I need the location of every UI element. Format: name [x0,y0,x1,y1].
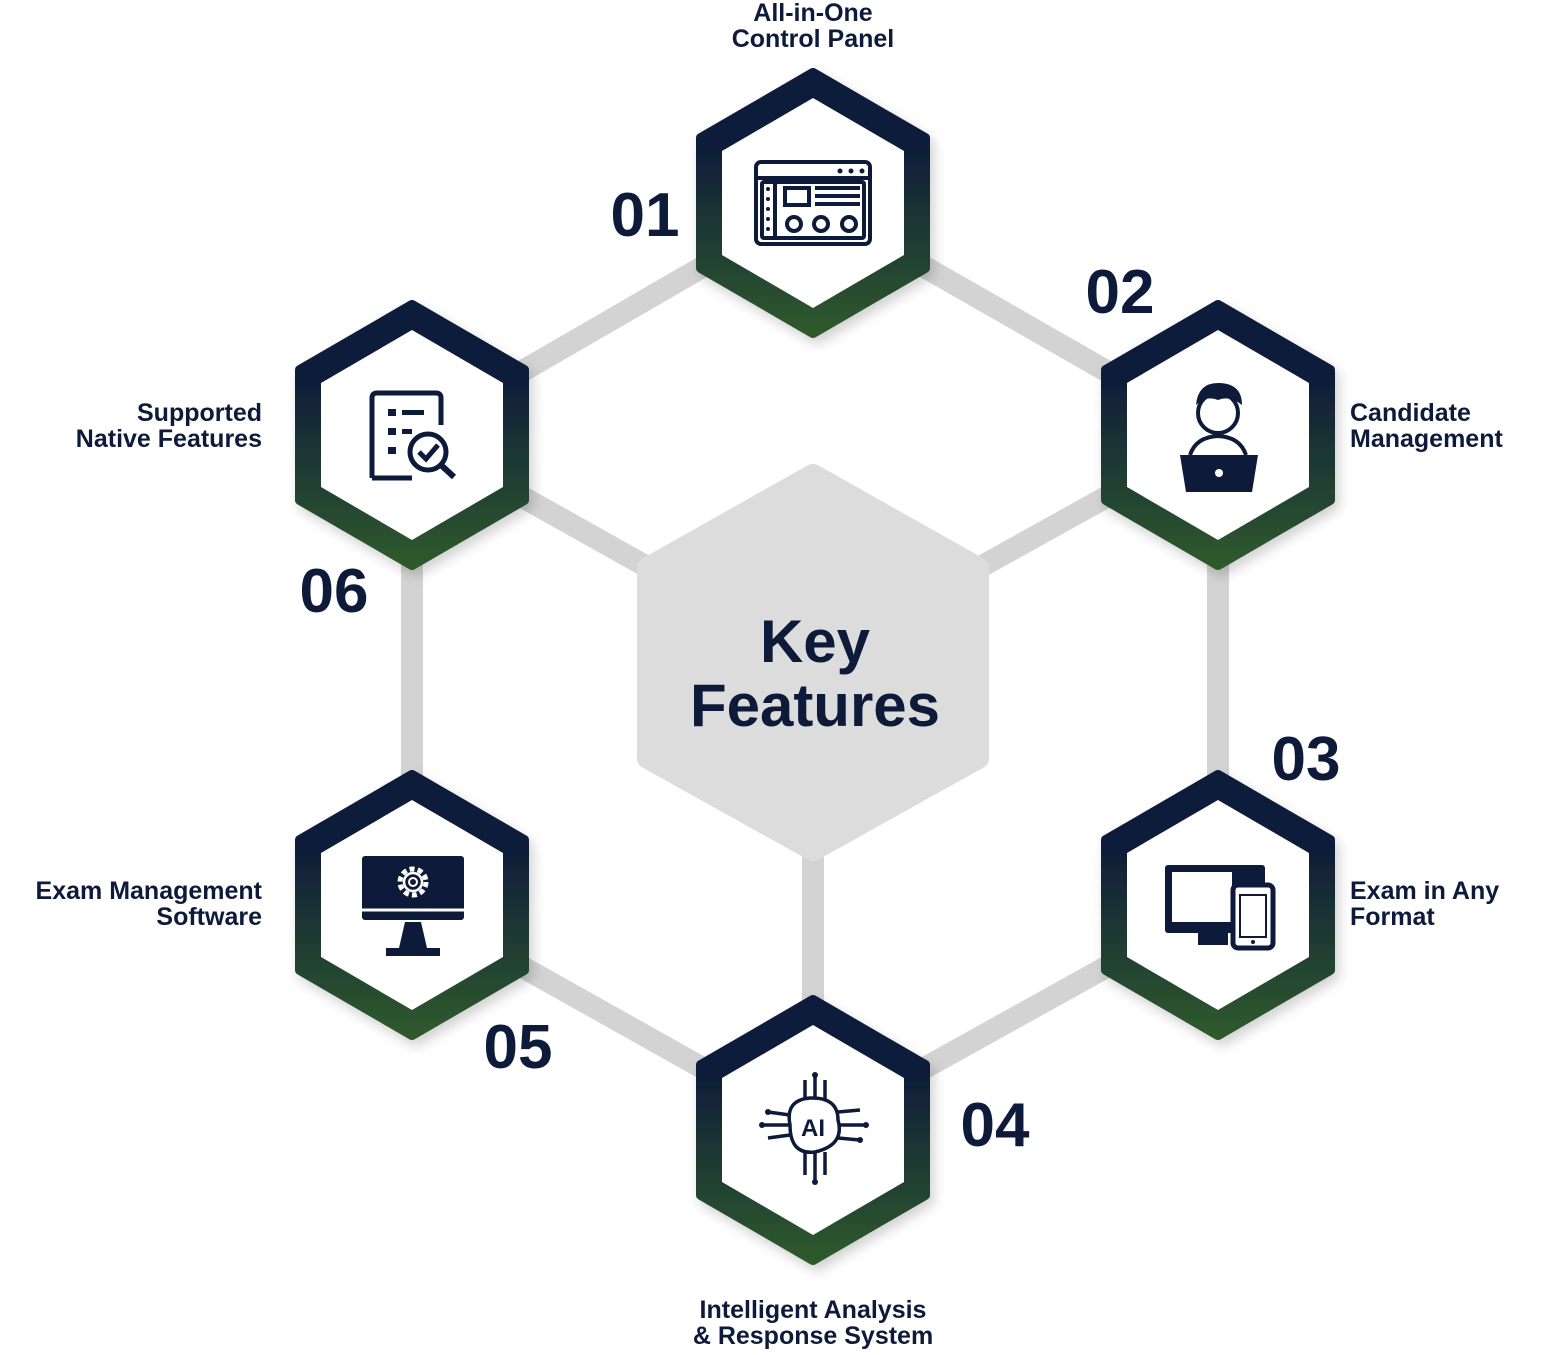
feature-label-line-2: Software [156,903,262,931]
center-hexagon: Key Features [637,464,989,861]
feature-number: 03 [1272,725,1341,794]
feature-05: 05 Exam Management Software [36,775,553,1082]
feature-label-line-1: Intelligent Analysis [700,1296,927,1324]
feature-01: 01 All-in-One Control Panel [611,0,925,333]
title-line-2: Features [690,672,940,739]
feature-label-line-1: Exam Management [36,877,263,905]
feature-label-line-2: Format [1350,903,1435,931]
svg-text:AI: AI [801,1115,825,1142]
control-panel-icon [754,160,872,246]
monitor-gear-icon [362,856,464,956]
feature-number: 01 [611,181,680,250]
feature-06: 06 Supported Native Features [76,305,524,626]
document-check-icon [369,390,457,481]
feature-03: 03 Exam in Any Format [1106,725,1499,1035]
ai-brain-icon: AI [759,1072,869,1185]
title-line-1: Key [760,608,871,675]
feature-label-line-1: All-in-One [753,0,873,27]
feature-label-line-2: Native Features [76,425,262,453]
devices-icon [1165,865,1276,951]
feature-number: 05 [484,1013,553,1082]
feature-label-line-1: Exam in Any [1350,877,1499,905]
feature-04: AI 04 Intelligent Analysis & Response Sy… [693,1000,1030,1350]
feature-label-line-2: Management [1350,425,1503,453]
feature-number: 04 [961,1091,1030,1160]
feature-number: 06 [300,557,369,626]
feature-number: 02 [1086,258,1155,327]
feature-label-line-1: Candidate [1350,399,1471,427]
feature-label-line-2: & Response System [693,1322,933,1350]
feature-label-line-2: Control Panel [732,25,895,53]
candidate-laptop-icon [1180,382,1258,492]
feature-label-line-1: Supported [137,399,262,427]
feature-02: 02 Candidate Management [1086,258,1503,565]
